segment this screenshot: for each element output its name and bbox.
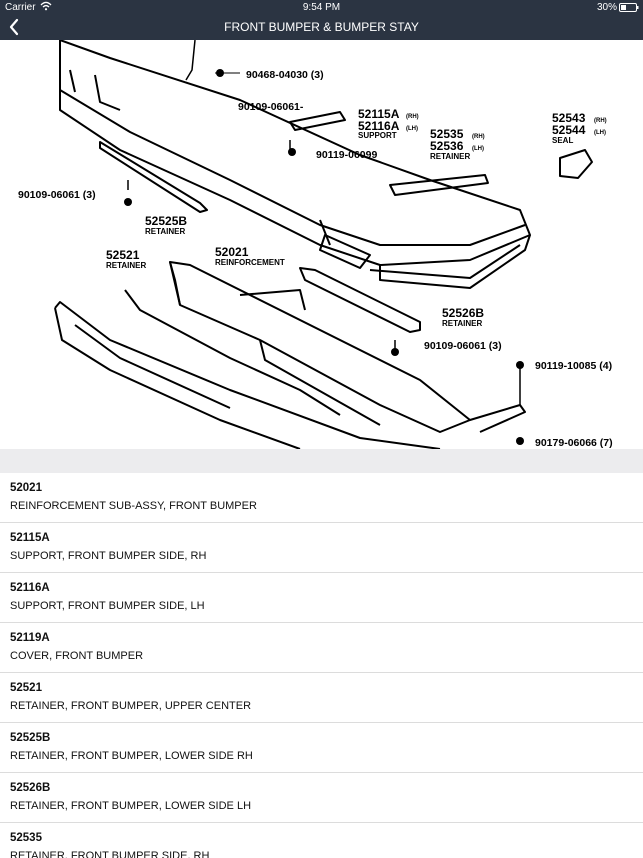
callout-52544: 52544 [552,123,586,137]
status-bar: Carrier 9:54 PM 30% [0,0,643,14]
part-description: COVER, FRONT BUMPER [10,650,144,662]
parts-diagram[interactable]: 90468-04030 (3) 90109-06061- 52115A (RH)… [0,40,643,449]
parts-list: 52021 REINFORCEMENT SUB-ASSY, FRONT BUMP… [0,473,643,858]
callout-90468: 90468-04030 (3) [246,69,324,81]
tag-rh-3: (RH) [594,118,607,124]
part-number: 52115A [10,532,50,544]
part-description: SUPPORT, FRONT BUMPER SIDE, LH [10,600,205,612]
battery-icon [619,3,639,15]
back-button[interactable] [6,17,24,37]
chevron-left-icon [9,18,19,36]
part-number: 52119A [10,632,50,644]
part-number: 52116A [10,582,50,594]
tag-rh-1: (RH) [406,114,419,120]
callout-90179-06066: 90179-06066 (7) [535,437,613,449]
tag-lh-3: (LH) [594,130,606,136]
callout-52526b: 52526B [442,306,484,320]
carrier-label: Carrier [5,2,36,13]
callout-90109-c: 90109-06061 (3) [424,340,502,352]
callout-52021: 52021 [215,245,249,259]
part-number: 52526B [10,782,51,794]
label-retainer-52525b: RETAINER [145,227,186,236]
callout-52536: 52536 [430,139,464,153]
part-description: RETAINER, FRONT BUMPER, UPPER CENTER [10,700,252,712]
part-description: REINFORCEMENT SUB-ASSY, FRONT BUMPER [10,500,257,512]
part-number: 52525B [10,732,51,744]
part-number: 52521 [10,682,42,694]
callout-52521: 52521 [106,248,140,262]
wifi-icon [40,1,52,14]
callout-90109-a: 90109-06061- [238,101,304,113]
section-divider [0,449,643,473]
label-retainer-52521: RETAINER [106,261,147,270]
callout-52543: 52543 [552,111,586,125]
bumper-exploded-view: 90468-04030 (3) 90109-06061- 52115A (RH)… [18,40,613,449]
label-support: SUPPORT [358,131,397,140]
list-item[interactable]: 52115A SUPPORT, FRONT BUMPER SIDE, RH [0,523,643,573]
label-retainer-52526b: RETAINER [442,319,483,328]
tag-rh-2: (RH) [472,134,485,140]
callout-90119-10085: 90119-10085 (4) [535,360,612,372]
callout-52525b: 52525B [145,214,187,228]
part-description: RETAINER, FRONT BUMPER, LOWER SIDE RH [10,750,253,762]
callout-90119-06099: 90119-06099 [316,149,377,161]
tag-lh-1: (LH) [406,126,418,132]
clock: 9:54 PM [302,2,341,13]
list-item[interactable]: 52119A COVER, FRONT BUMPER [0,623,643,673]
label-reinforcement: REINFORCEMENT [215,258,285,267]
label-retainer-52535: RETAINER [430,152,471,161]
callout-52535: 52535 [430,127,464,141]
part-description: RETAINER, FRONT BUMPER SIDE, RH [10,850,210,858]
navigation-bar: FRONT BUMPER & BUMPER STAY [0,14,643,40]
callout-52115a: 52115A [358,107,400,121]
part-number: 52021 [10,482,42,494]
list-item[interactable]: 52116A SUPPORT, FRONT BUMPER SIDE, LH [0,573,643,623]
part-number: 52535 [10,832,42,844]
callout-90109-b: 90109-06061 (3) [18,189,96,201]
list-item[interactable]: 52521 RETAINER, FRONT BUMPER, UPPER CENT… [0,673,643,723]
list-item[interactable]: 52525B RETAINER, FRONT BUMPER, LOWER SID… [0,723,643,773]
list-item[interactable]: 52021 REINFORCEMENT SUB-ASSY, FRONT BUMP… [0,473,643,523]
list-item[interactable]: 52526B RETAINER, FRONT BUMPER, LOWER SID… [0,773,643,823]
callout-52116a: 52116A [358,119,400,133]
tag-lh-2: (LH) [472,146,484,152]
label-seal: SEAL [552,136,573,145]
list-item[interactable]: 52535 RETAINER, FRONT BUMPER SIDE, RH [0,823,643,858]
part-description: SUPPORT, FRONT BUMPER SIDE, RH [10,550,207,562]
part-description: RETAINER, FRONT BUMPER, LOWER SIDE LH [10,800,252,812]
battery-percent: 30% [596,2,617,13]
page-title: FRONT BUMPER & BUMPER STAY [224,20,419,34]
